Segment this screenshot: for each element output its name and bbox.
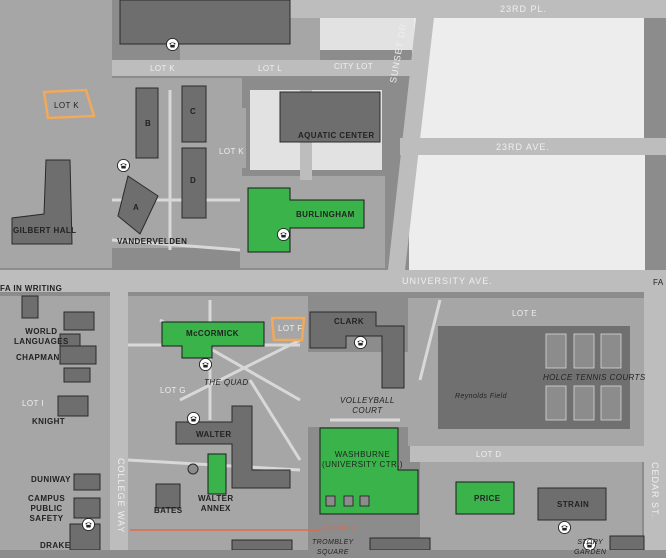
buildings — [11, 0, 645, 550]
walter-annex-building — [207, 453, 227, 495]
label-volleyball-court: VOLLEYBALL COURT — [340, 396, 395, 415]
lot-k-outlined-label: LOT K — [54, 101, 79, 110]
road-cedar-st — [644, 292, 666, 550]
road-sunset-dr — [388, 0, 436, 270]
road-lot-d-row — [410, 446, 644, 462]
phone-icon[interactable] — [558, 521, 571, 534]
reynolds-field — [438, 326, 630, 429]
parking-lot-east — [409, 155, 645, 273]
lot-g: LOT G — [160, 386, 186, 395]
burlingham-building — [247, 187, 365, 253]
lot-d: LOT D — [476, 450, 502, 459]
footpaths — [111, 90, 442, 472]
label-bates: BATES — [154, 506, 183, 515]
phone-icon[interactable] — [166, 38, 179, 51]
road-23rd-ave — [400, 138, 666, 155]
phone-icon[interactable] — [187, 412, 200, 425]
parking-lot-northeast — [412, 18, 644, 138]
label-burlingham: BURLINGHAM — [296, 210, 355, 219]
phone-icon[interactable] — [199, 358, 212, 371]
label-drake: DRAKE — [40, 541, 71, 550]
lot-k-mid: LOT K — [219, 147, 244, 156]
label-campus-public-safety: CAMPUS PUBLIC SAFETY — [28, 494, 66, 523]
street-university-ave: UNIVERSITY AVE. — [402, 276, 493, 286]
washburne-windows — [325, 495, 370, 507]
phone-icon[interactable] — [354, 336, 367, 349]
road-lot-k-row — [112, 60, 412, 76]
label-world-languages: WORLD LANGUAGES — [14, 327, 69, 346]
label-trombley-square: TROMBLEY SQUARE — [312, 539, 354, 556]
street-cedar-st: CEDAR ST. — [650, 462, 660, 519]
label-the-quad: THE QUAD — [204, 378, 249, 387]
label-walter-annex: WALTER ANNEX — [198, 494, 234, 513]
label-washburne: WASHBURNE (UNIVERSITY CTR.) — [322, 450, 403, 469]
block-lot-k-mid — [216, 108, 246, 168]
label-duniway: DUNIWAY — [31, 475, 71, 484]
lot-e: LOT E — [512, 309, 537, 318]
tennis-courts — [545, 333, 622, 421]
label-price: PRICE — [474, 494, 501, 503]
washburne-building — [319, 427, 419, 515]
label-chapman: CHAPMAN — [16, 353, 60, 362]
lot-i: LOT I — [22, 399, 44, 408]
lot-f: LOT F — [278, 324, 303, 333]
phone-icon[interactable] — [117, 159, 130, 172]
label-clark: CLARK — [334, 317, 364, 326]
label-aquatic-center: AQUATIC CENTER — [298, 131, 375, 140]
street-fa: FA — [653, 278, 664, 287]
street-23rd-pl: 23RD PL. — [500, 4, 548, 14]
label-strain: STRAIN — [557, 500, 590, 509]
label-building-c: C — [190, 107, 197, 116]
label-holce-tennis-courts: HOLCE TENNIS COURTS — [543, 373, 646, 382]
label-story-garden: STORY GARDEN — [574, 539, 607, 556]
label-loading: LOADING — [324, 526, 354, 532]
label-gilbert-hall: GILBERT HALL — [13, 226, 77, 235]
label-reynolds-field: Reynolds Field — [455, 393, 507, 400]
road-university-ave — [0, 270, 666, 292]
label-vandervelden: VANDERVELDEN — [117, 237, 188, 246]
highlighted-buildings — [161, 187, 515, 515]
lot-l: LOT L — [258, 64, 283, 73]
lot-f-outline — [270, 316, 306, 342]
label-fa-in-writing: FA IN WRITING — [0, 284, 63, 293]
label-walter: WALTER — [196, 430, 232, 439]
label-building-d: D — [190, 176, 197, 185]
phone-icon[interactable] — [82, 518, 95, 531]
street-college-way: COLLEGE WAY — [116, 458, 126, 534]
city-lot: CITY LOT — [334, 62, 374, 71]
lot-k-outline — [42, 88, 96, 120]
road-23rd-pl — [280, 0, 666, 18]
street-23rd-ave: 23RD AVE. — [496, 142, 550, 152]
label-building-b: B — [145, 119, 152, 128]
lot-k-top: LOT K — [150, 64, 175, 73]
fountain — [187, 463, 199, 475]
label-building-a: A — [133, 203, 140, 212]
label-mccormick: McCORMICK — [186, 329, 239, 338]
mccormick-building — [161, 321, 265, 359]
label-knight: KNIGHT — [32, 417, 66, 426]
road-college-way — [110, 292, 128, 550]
price-building — [455, 481, 515, 515]
phone-icon[interactable] — [277, 228, 290, 241]
